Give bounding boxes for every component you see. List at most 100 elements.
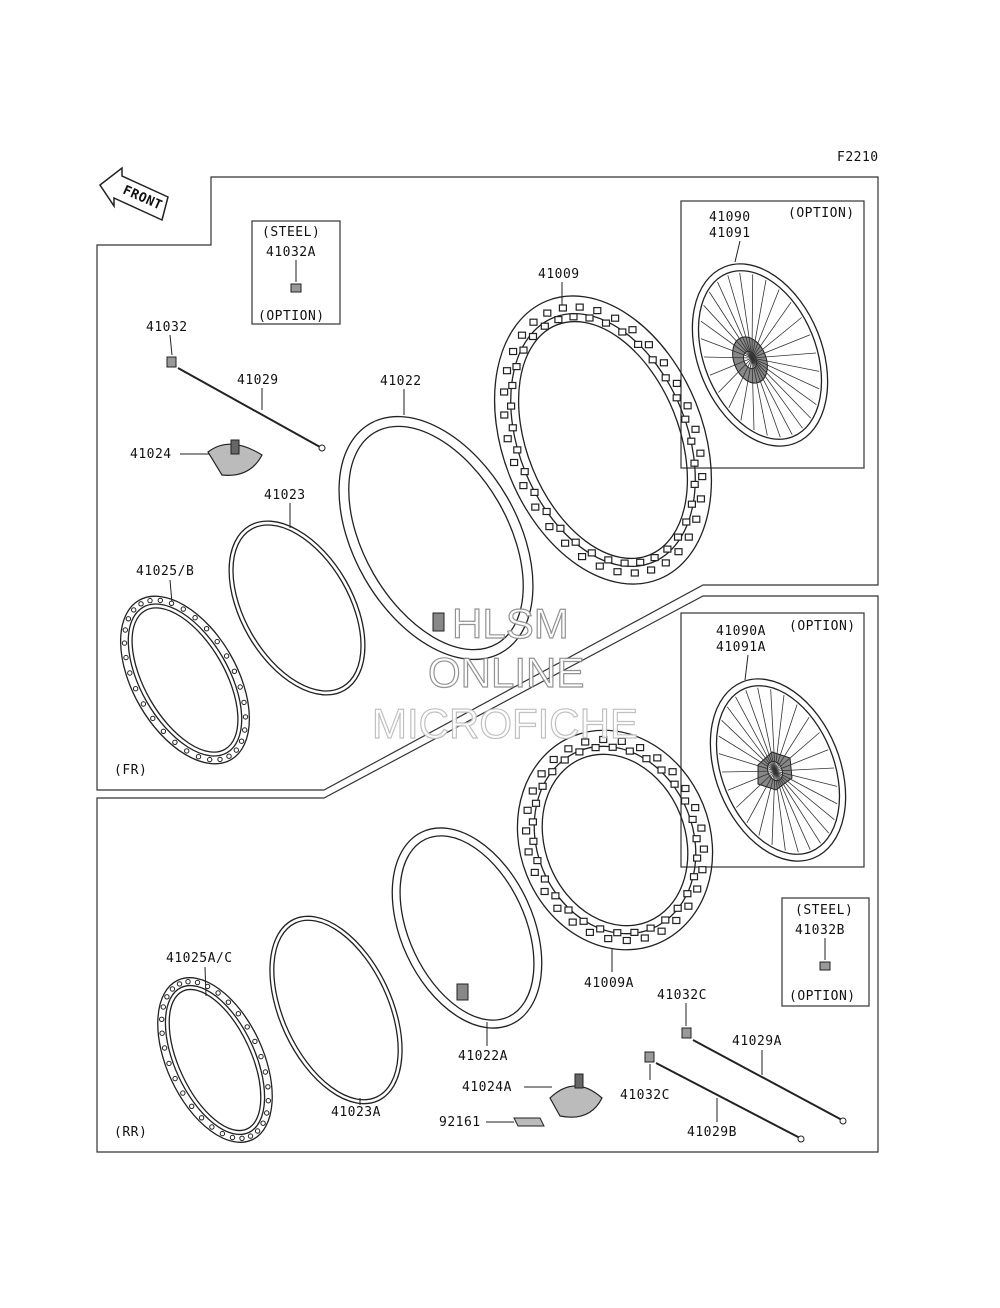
tire-knob <box>681 784 690 793</box>
tire-knob <box>653 754 662 762</box>
spoke-line <box>770 689 776 772</box>
inner-tube-rear-icon <box>391 827 543 1029</box>
tire-knob <box>581 738 590 746</box>
rim-hole <box>242 714 249 720</box>
spoke-line <box>774 770 799 853</box>
rim-hole <box>215 990 221 996</box>
rim-hole <box>166 1060 172 1067</box>
spoke-line <box>751 317 802 359</box>
tire-knob <box>661 559 670 567</box>
tire-knob <box>635 743 645 752</box>
tire-knob <box>560 539 570 547</box>
rim-hole <box>172 1075 178 1082</box>
tire-knob <box>610 314 620 322</box>
spoke-line <box>774 770 835 821</box>
label-41024: 41024 <box>130 447 172 462</box>
spoke-line <box>751 289 780 359</box>
tire-knob <box>531 503 540 511</box>
rim-hole <box>169 986 176 992</box>
tire-knob <box>553 904 562 912</box>
tire-knob <box>517 331 527 339</box>
spoke-line <box>774 770 838 805</box>
knobby-tire-rear-icon <box>516 729 714 951</box>
tire-knob <box>549 755 558 764</box>
spoke-line <box>727 770 776 791</box>
rim-hole <box>164 994 170 1000</box>
tire-knob <box>530 868 539 877</box>
tire-knob <box>587 549 596 557</box>
tire-knob <box>530 488 539 496</box>
tire-knob <box>509 347 518 356</box>
spoke-line <box>751 301 792 359</box>
spoke-line <box>774 770 830 834</box>
tire-knob <box>618 328 627 336</box>
tire-knob <box>636 558 645 566</box>
tire-knob <box>673 904 682 912</box>
weight-icon <box>513 1117 545 1127</box>
tire-knob <box>554 316 563 324</box>
tire-knob <box>507 402 516 410</box>
spoke-line <box>740 357 753 421</box>
label-41032C-a: 41032C <box>657 988 707 1003</box>
front-section-frame <box>96 176 879 791</box>
tire-knob <box>500 411 509 419</box>
tire-knob <box>593 307 602 315</box>
rim-lock-icon <box>207 439 263 476</box>
tire-knob <box>697 824 706 832</box>
tire-knob <box>575 748 584 756</box>
label-41032: 41032 <box>146 320 188 335</box>
rim-hole <box>244 1024 250 1030</box>
wheel-rear-part1: 41090A <box>716 624 766 639</box>
label-41009A: 41009A <box>584 976 634 991</box>
tire-knob <box>528 818 538 826</box>
spoke-line <box>757 687 776 772</box>
tire-knob <box>579 917 588 925</box>
tire-knob <box>633 340 643 348</box>
rim-hole <box>184 748 190 754</box>
rim-hole <box>192 615 198 621</box>
label-92161: 92161 <box>439 1115 481 1130</box>
spoke-line <box>721 720 776 772</box>
spoke-line <box>703 305 753 359</box>
tire-knob <box>500 388 509 396</box>
tire-knob <box>692 835 701 843</box>
tire-knob <box>540 322 549 330</box>
tire-knob <box>542 507 551 516</box>
rim-hole <box>264 1110 270 1116</box>
tire-knob <box>646 566 656 574</box>
spoke-icon <box>177 367 321 448</box>
tire-knob <box>528 332 538 341</box>
tire-knob <box>622 936 631 945</box>
tire-knob <box>646 924 655 932</box>
sheet-code: F2210 <box>837 150 879 165</box>
spoke-line <box>751 357 817 406</box>
rim-hole <box>189 1103 195 1110</box>
tire-knob <box>564 906 573 914</box>
rim-hole <box>204 983 211 990</box>
rim-hole <box>147 597 153 604</box>
tire-knob <box>687 500 697 508</box>
rim-hole <box>214 638 220 645</box>
tire-knob <box>672 394 681 402</box>
tire-knob <box>698 473 707 481</box>
rear-section-frame <box>96 595 879 1153</box>
spoked-wheel-front-icon <box>691 263 829 447</box>
label-41025B: 41025/B <box>136 564 194 579</box>
rim-hole <box>161 1045 168 1051</box>
tire-knob <box>696 449 705 457</box>
tire-knob <box>657 766 666 774</box>
tire-knob <box>630 569 639 577</box>
rim-hole <box>121 640 128 646</box>
rim-hole <box>225 999 232 1005</box>
spoke-line <box>774 770 821 844</box>
spoke-line <box>751 357 793 435</box>
tire-knob <box>642 755 651 763</box>
rim-hole <box>131 607 137 613</box>
rim-hole <box>157 597 164 604</box>
rim-hole <box>140 701 147 707</box>
label-41009: 41009 <box>538 267 580 282</box>
rim-hole <box>122 627 129 633</box>
rim-hole <box>241 699 247 706</box>
rim-band-rear-icon <box>269 915 403 1105</box>
steel-front-bottom: (OPTION) <box>258 309 325 324</box>
